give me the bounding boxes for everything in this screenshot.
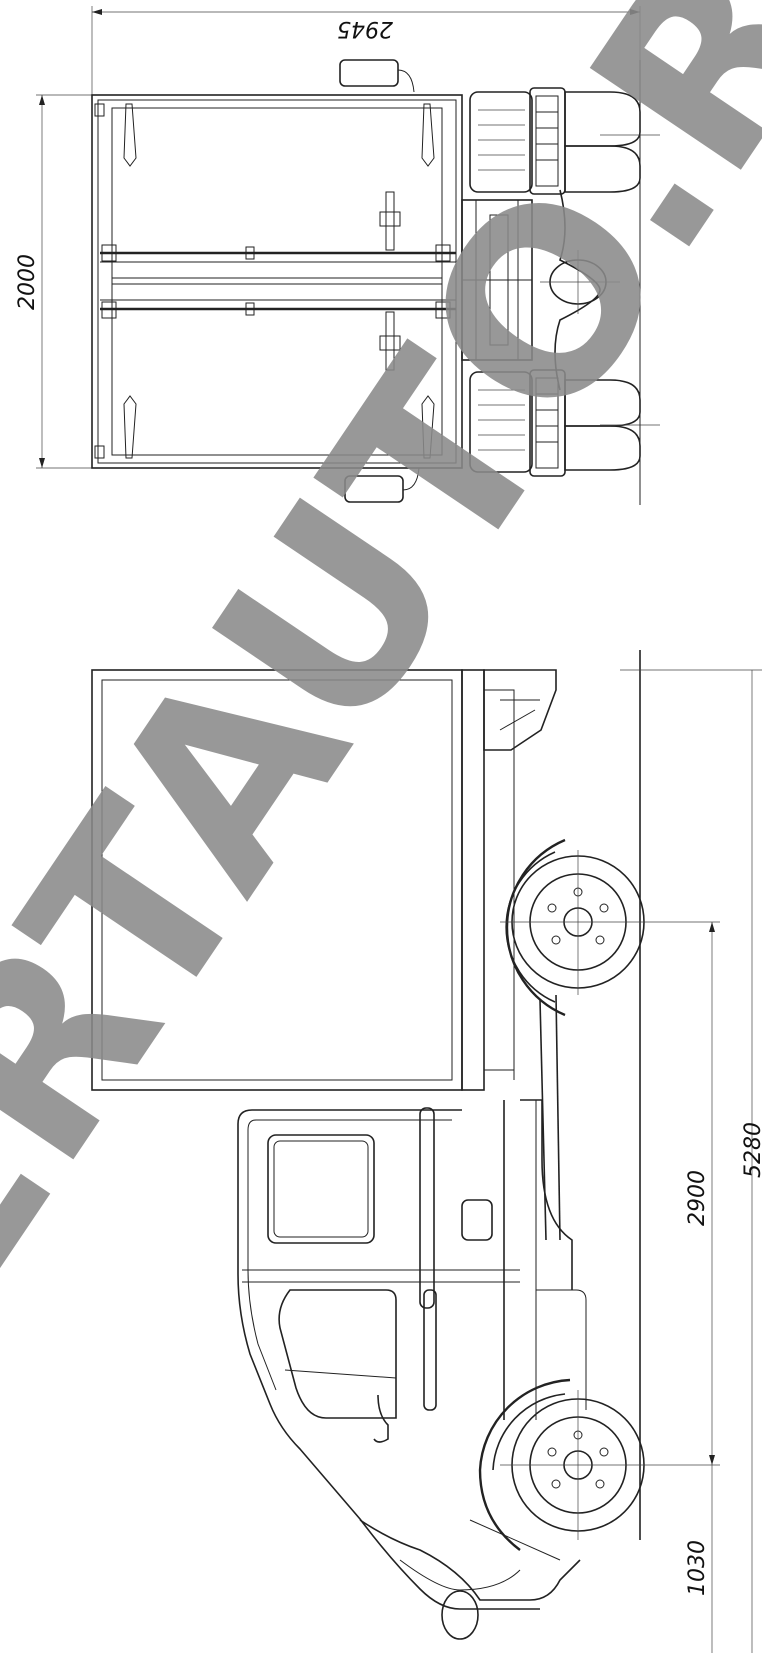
mirror-top <box>339 59 415 93</box>
rear-wheel-bottom <box>469 369 660 477</box>
side-view: 2900 1030 5280 <box>91 650 762 1653</box>
front-wheel-side <box>478 1378 660 1551</box>
dimension-wheelbase: 2900 <box>660 921 720 1466</box>
watermark: ERTAUTO.R <box>0 0 762 1353</box>
dim-label-2900: 2900 <box>685 1170 710 1226</box>
cab <box>237 1099 587 1610</box>
dim-label-5280: 5280 <box>741 1122 762 1178</box>
dim-label-2945: 2945 <box>337 16 393 41</box>
dimension-front-overhang: 1030 <box>685 1465 713 1653</box>
dimension-top-length: 2945 <box>91 6 641 100</box>
dimension-overall-length: 5280 <box>741 670 762 1653</box>
mirror-bottom <box>344 467 420 503</box>
rear-wheel-side <box>500 838 660 1017</box>
dimension-height: 2000 <box>15 94 95 469</box>
top-view: 2945 2000 <box>15 6 660 505</box>
dim-label-2000: 2000 <box>15 254 40 310</box>
dim-label-1030: 1030 <box>685 1540 710 1596</box>
